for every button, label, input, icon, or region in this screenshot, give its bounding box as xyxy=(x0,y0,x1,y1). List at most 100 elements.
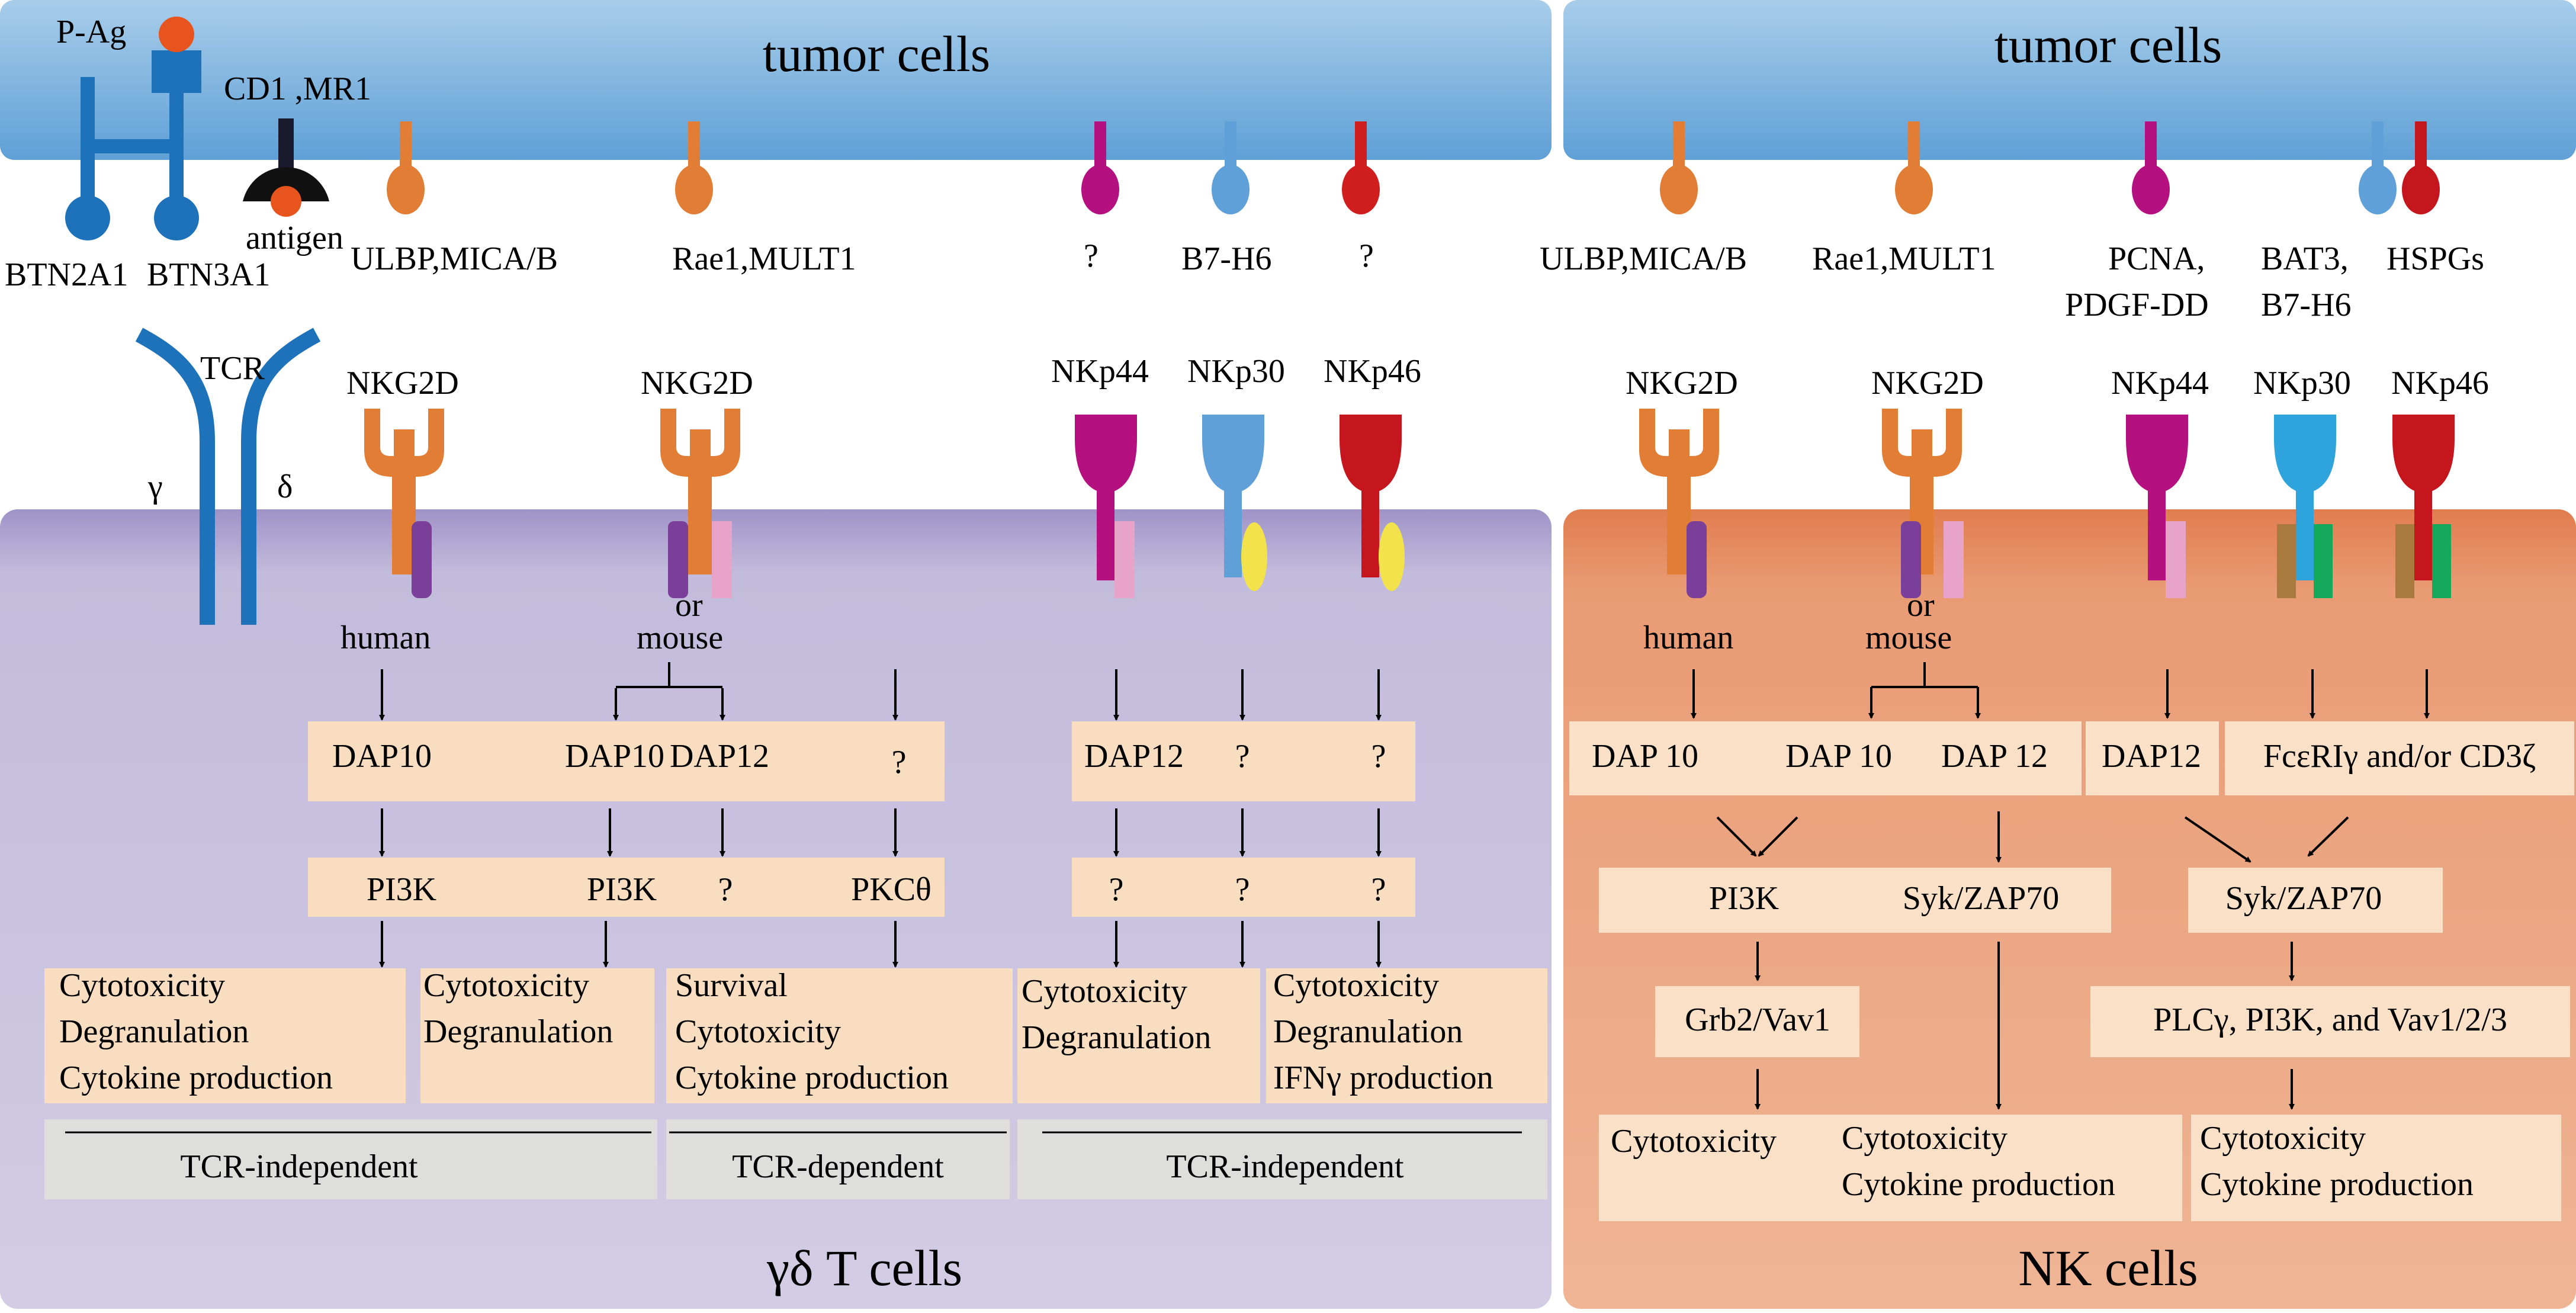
dap10-label-right-2: DAP 10 xyxy=(1785,738,1892,775)
outcome-line: Cytotoxicity xyxy=(2200,1120,2366,1157)
adaptor-box-left-2 xyxy=(1072,721,1415,801)
btn-complex xyxy=(65,17,201,240)
bat3-label-1: BAT3, xyxy=(2261,240,2349,277)
adaptor-q-label-left-2: ? xyxy=(1235,738,1250,775)
human-label-left: human xyxy=(341,619,431,656)
dap12-label-left-2: DAP12 xyxy=(1084,738,1184,775)
gd-t-cells-title: γδ T cells xyxy=(766,1240,962,1296)
p-ag-molecule xyxy=(159,17,194,52)
delta-label: δ xyxy=(277,468,293,505)
pcna-ligand-right xyxy=(2132,121,2170,214)
outcome-text-left-5: Cytotoxicity Degranulation IFNγ producti… xyxy=(1273,967,1493,1096)
nkp44-ligand-q-label: ? xyxy=(1084,237,1099,274)
fce-cd3-label: FcεRIγ and/or CD3ζ xyxy=(2263,738,2536,775)
syk-label-right-1: Syk/ZAP70 xyxy=(1903,880,2060,917)
nkp44-ligand-left xyxy=(1081,121,1119,214)
btn2a1-label: BTN2A1 xyxy=(5,256,128,293)
nkp46-label-left: NKp46 xyxy=(1324,353,1421,390)
outcome-text-right-3: Cytotoxicity Cytokine production xyxy=(2200,1120,2474,1203)
outcome-line: Cytokine production xyxy=(2200,1166,2474,1203)
adaptor-q-label-left-1: ? xyxy=(892,744,907,781)
outcome-line: Cytotoxicity xyxy=(59,967,225,1004)
outcome-text-right-1: Cytotoxicity xyxy=(1611,1123,1777,1160)
dap12-label-right-3: DAP12 xyxy=(2102,738,2201,775)
or-label-right: or xyxy=(1907,587,1935,624)
outcome-line: Cytokine production xyxy=(1842,1166,2115,1203)
outcome-line: Degranulation xyxy=(59,1013,249,1050)
tcr-dependent-label: TCR-dependent xyxy=(732,1148,944,1185)
cd1-mr1-label: CD1 ,MR1 xyxy=(224,70,371,107)
nkp44-receptor-right xyxy=(2126,415,2188,598)
signal-box-left-1 xyxy=(308,858,945,917)
tumor-band-right xyxy=(1563,0,2576,160)
b7h6-ligand-left xyxy=(1212,121,1250,214)
signal-box-right-1 xyxy=(1599,868,2111,933)
tcr-independent-label-1: TCR-independent xyxy=(180,1148,418,1185)
syk-label-right-2: Syk/ZAP70 xyxy=(2225,880,2382,917)
adaptor-box-right-2 xyxy=(2086,721,2219,795)
outcome-text-left-1: Cytotoxicity Degranulation Cytokine prod… xyxy=(59,967,333,1096)
plc-box xyxy=(2090,986,2570,1057)
nkg2d-label-left-2: NKG2D xyxy=(641,365,753,402)
dap10-label-right-1: DAP 10 xyxy=(1592,738,1698,775)
hspgs-label: HSPGs xyxy=(2387,240,2484,277)
dap10-label-left-2: DAP10 xyxy=(565,738,664,775)
nkp44-label-right: NKp44 xyxy=(2111,365,2209,402)
outcome-box-left-5 xyxy=(1266,968,1547,1103)
outcome-line: IFNγ production xyxy=(1273,1060,1493,1096)
nk-cells-title: NK cells xyxy=(2018,1240,2198,1296)
tumor-cells-title-left: tumor cells xyxy=(763,25,991,82)
signal-q-label-left-1: ? xyxy=(718,871,733,908)
nkp46-ligand-left xyxy=(1342,121,1380,214)
hspgs-ligand-right xyxy=(2402,121,2440,214)
mouse-label-left: mouse xyxy=(637,619,723,656)
pi3k-label-left-1: PI3K xyxy=(367,871,436,908)
tcr-independent-label-2: TCR-independent xyxy=(1166,1148,1404,1185)
pkc-theta-label: PKCθ xyxy=(851,871,932,908)
signal-box-right-2 xyxy=(2188,868,2443,933)
adaptor-box-left-1 xyxy=(308,721,945,801)
nkg2d-receptor-left-2 xyxy=(660,409,740,598)
rae1-label-left: Rae1,MULT1 xyxy=(672,240,856,277)
outcome-box-right-1 xyxy=(1599,1115,1836,1221)
tcr-receptor xyxy=(135,328,321,625)
outcome-line: Cytokine production xyxy=(675,1060,949,1096)
outcome-box-right-2 xyxy=(1836,1115,2182,1221)
nkp46-receptor-right xyxy=(2392,415,2455,598)
nkp30-label-right: NKp30 xyxy=(2253,365,2351,402)
tcr-label: TCR xyxy=(200,350,265,387)
outcome-line: Degranulation xyxy=(423,1013,613,1050)
signal-q-label-left-4: ? xyxy=(1371,871,1386,908)
antigen-label: antigen xyxy=(246,220,343,256)
or-label-left: or xyxy=(675,587,703,624)
outcome-box-left-4 xyxy=(1017,968,1260,1103)
cd1-mr1-molecule xyxy=(243,118,329,217)
nkg2d-receptor-right-2 xyxy=(1882,409,1964,598)
pcna-label-1: PCNA, xyxy=(2108,240,2205,277)
right-arrows xyxy=(1691,669,2430,1110)
outcome-line: Cytotoxicity xyxy=(675,1013,841,1050)
outcome-box-left-1 xyxy=(44,968,406,1103)
btn3a1-label: BTN3A1 xyxy=(147,256,270,293)
gamma-label: γ xyxy=(147,468,163,505)
nkg2d-label-left-1: NKG2D xyxy=(346,365,459,402)
outcome-line: Cytokine production xyxy=(59,1060,333,1096)
nkp46-label-right: NKp46 xyxy=(2391,365,2489,402)
signal-box-left-2 xyxy=(1072,858,1415,917)
tumor-cells-title-right: tumor cells xyxy=(1994,17,2222,73)
outcome-text-right-2: Cytotoxicity Cytokine production xyxy=(1842,1120,2115,1203)
mouse-label-right: mouse xyxy=(1865,619,1952,656)
left-arrows xyxy=(379,669,1382,968)
nkp46-receptor-left xyxy=(1340,415,1405,591)
outcome-line: Survival xyxy=(675,967,788,1004)
plc-pi3k-vav-label: PLCγ, PI3K, and Vav1/2/3 xyxy=(2153,1001,2507,1038)
bat3-label-2: B7-H6 xyxy=(2261,287,2351,323)
outcome-line: Cytotoxicity xyxy=(1273,967,1439,1004)
outcome-line: Cytotoxicity xyxy=(423,967,589,1004)
adaptor-q-label-left-3: ? xyxy=(1371,738,1386,775)
nkg2d-receptor-left-1 xyxy=(364,409,444,598)
adaptor-box-right-1 xyxy=(1569,721,2082,795)
nkp44-receptor-left xyxy=(1075,415,1137,598)
grb2-vav1-label: Grb2/Vav1 xyxy=(1685,1001,1830,1038)
rae1-label-right: Rae1,MULT1 xyxy=(1812,240,1996,277)
